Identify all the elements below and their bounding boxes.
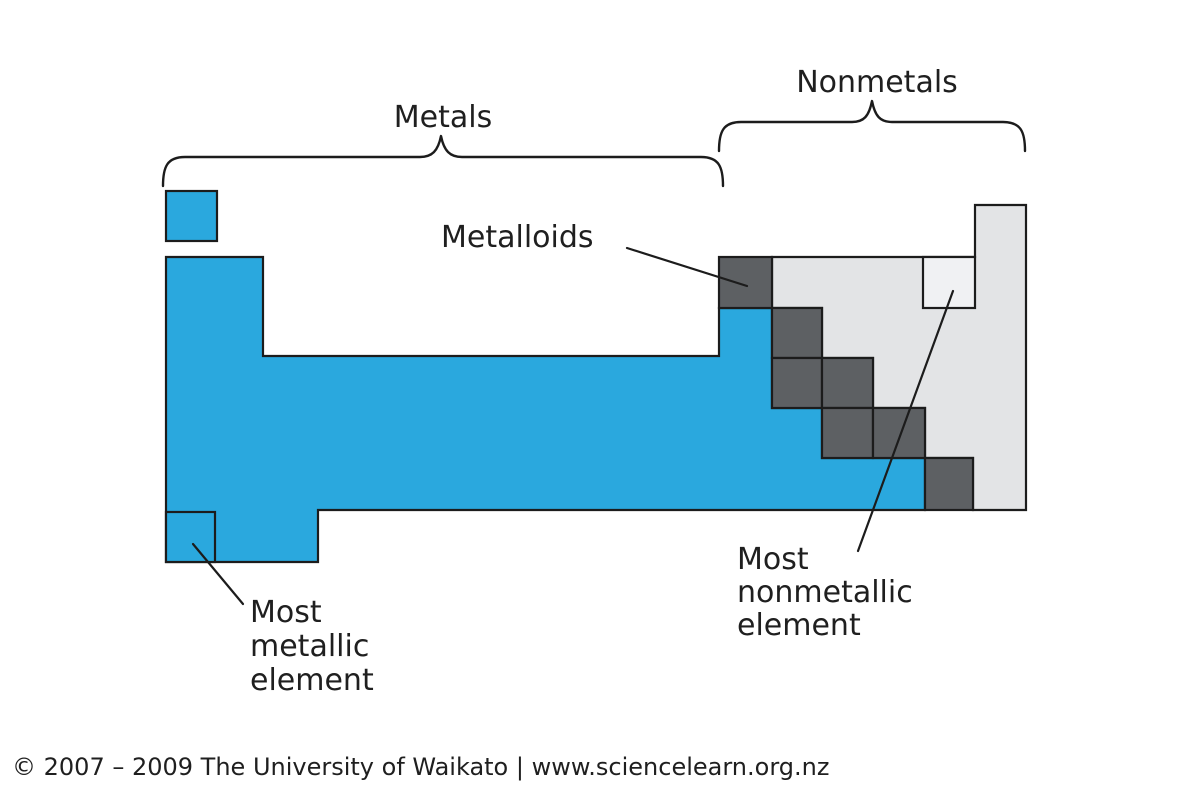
metalloid-square-3	[770, 356, 824, 410]
most-nonmetallic-pointer-line	[856, 289, 955, 553]
metalloid-square-1	[717, 255, 774, 310]
metalloids-pointer-line	[625, 246, 749, 288]
metalloid-square-4	[820, 356, 875, 410]
most-metallic-pointer-line	[191, 542, 245, 606]
copyright-text: © 2007 – 2009 The University of Waikato …	[12, 753, 830, 781]
metalloid-square-6	[871, 406, 927, 460]
metals-brace	[161, 134, 725, 188]
metalloid-square-2	[770, 306, 824, 360]
nonmetals-label: Nonmetals	[796, 65, 958, 100]
metals-label: Metals	[393, 100, 493, 135]
metalloids-label: Metalloids	[441, 220, 594, 255]
most-metallic-label: Most metallic element	[250, 595, 374, 698]
most-nonmetallic-label: Most nonmetallic element	[737, 542, 913, 643]
hydrogen-position-square	[164, 189, 219, 243]
most-metallic-square	[164, 510, 217, 564]
nonmetals-brace	[717, 99, 1027, 153]
metalloid-square-7	[923, 456, 975, 512]
metalloid-square-5	[820, 406, 875, 460]
